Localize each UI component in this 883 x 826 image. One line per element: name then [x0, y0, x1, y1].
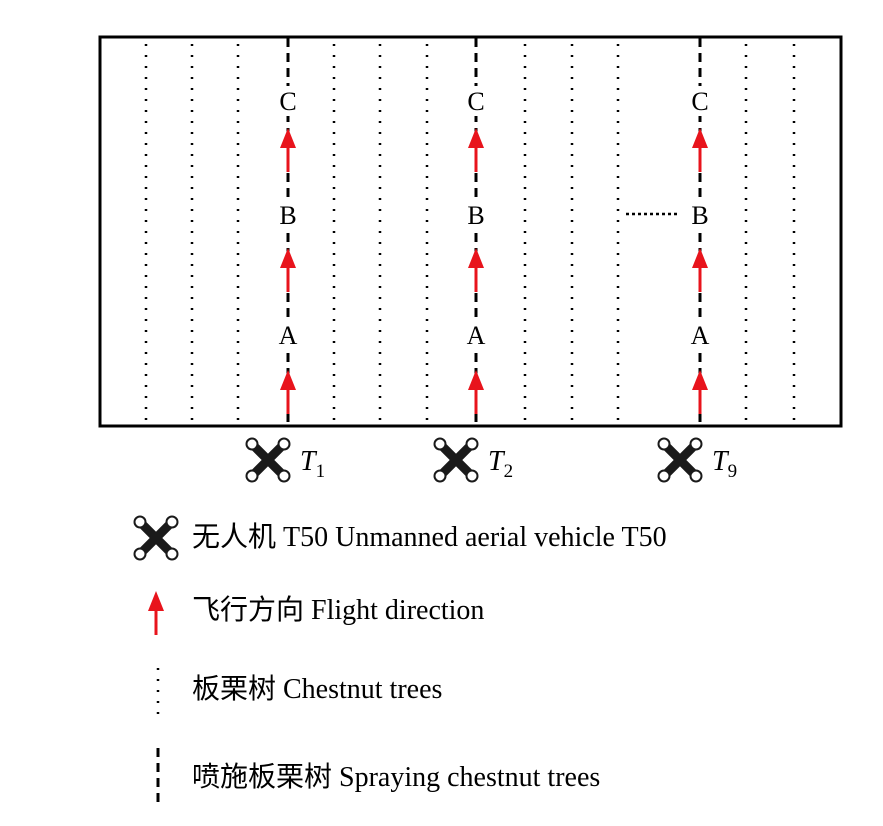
waypoint-c-label: C: [691, 87, 708, 116]
waypoint-c-label: C: [279, 87, 296, 116]
quadcopter-icon: [659, 439, 702, 482]
waypoint-a-label: A: [467, 321, 486, 350]
waypoint-b-label: B: [467, 201, 484, 230]
arrow-up-icon: [278, 126, 298, 174]
waypoint-c-label: C: [467, 87, 484, 116]
spraying-rows: [286, 38, 702, 424]
route-1: C B A: [276, 86, 300, 416]
drone-t9: T9: [659, 439, 737, 483]
waypoint-a-label: A: [279, 321, 298, 350]
legend-chestnut-label: 板栗树 Chestnut trees: [192, 674, 443, 705]
drone-t9-label: T9: [712, 446, 737, 482]
drone-t2: T2: [435, 439, 513, 483]
legend-spraying-label: 喷施板栗树 Spraying chestnut trees: [192, 762, 601, 793]
field-border: [98, 35, 843, 428]
arrow-up-icon: [278, 368, 298, 416]
route-2: C B A: [464, 86, 488, 416]
arrow-up-icon: [278, 246, 298, 294]
drone-t1-label: T1: [300, 446, 325, 482]
legend-uav-label: 无人机 T50 Unmanned aerial vehicle T50: [192, 522, 667, 553]
arrow-up-icon: [466, 126, 486, 174]
drone-t1: T1: [247, 439, 325, 483]
arrow-up-icon: [690, 126, 710, 174]
waypoint-b-label: B: [691, 201, 708, 230]
route-9: C B A: [688, 86, 712, 416]
waypoint-a-label: A: [691, 321, 710, 350]
arrow-up-icon: [690, 246, 710, 294]
arrow-up-icon: [466, 246, 486, 294]
arrow-up-icon: [690, 368, 710, 416]
legend-arrow-up-icon: [146, 589, 166, 637]
quadcopter-icon: [247, 439, 290, 482]
legend-direction-label: 飞行方向 Flight direction: [192, 595, 485, 626]
waypoint-b-label: B: [279, 201, 296, 230]
arrow-up-icon: [466, 368, 486, 416]
quadcopter-icon: [435, 439, 478, 482]
drone-t2-label: T2: [488, 446, 513, 482]
legend-quadcopter-icon: [135, 517, 178, 560]
